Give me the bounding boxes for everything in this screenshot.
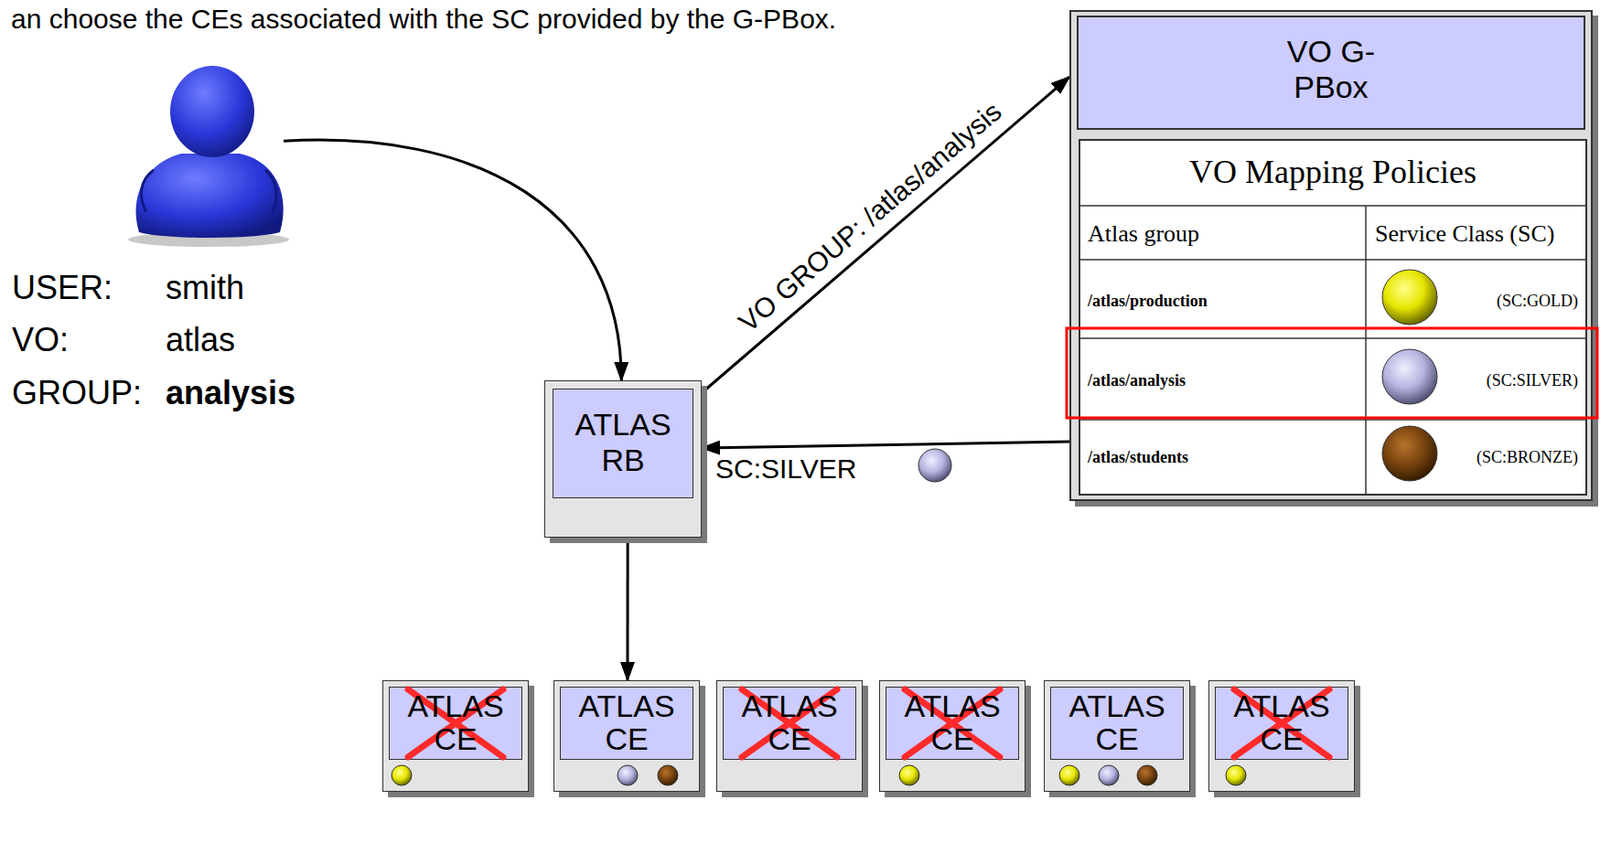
computing-element: ATLAS CE (553, 680, 700, 793)
gold-class-token (1382, 269, 1438, 325)
resource-broker: ATLAS RB (544, 380, 702, 538)
table-header: Service Class (SC) (1374, 220, 1555, 247)
gpbox-server: VO G-PBox VO Mapping PoliciesAtlas group S… (1069, 10, 1593, 502)
node-title: ATLAS CE (1057, 690, 1177, 756)
attribute-name: GROUP: (11, 374, 166, 412)
user-body (136, 153, 284, 238)
edge-label: VO GROUP: /atlas/analysis (732, 96, 1008, 338)
caption-fragment-holder: an choose the CEs associated with the SC… (10, 3, 837, 35)
table-cell-holder: (SC:BRONZE) (1476, 448, 1579, 468)
flow-arrow (283, 139, 622, 381)
node-title: ATLAS CE (567, 690, 687, 756)
caption-fragment: an choose the CEs associated with the SC… (10, 3, 837, 34)
node-title: ATLAS CE (396, 690, 516, 756)
table-cell: (SC:SILVER) (1486, 371, 1579, 390)
node-title: ATLAS CE (730, 690, 849, 756)
table-rule (1078, 258, 1588, 261)
computing-element: ATLAS CE (879, 680, 1026, 793)
node-title: VO G-PBox (1271, 33, 1391, 106)
table-cell-holder: /atlas/students (1087, 448, 1189, 468)
attribute-name: VO: (11, 321, 166, 359)
table-cell: /atlas/students (1087, 448, 1189, 467)
node-title: ATLAS CE (1222, 690, 1342, 756)
class-token (391, 765, 412, 786)
user-arm (265, 170, 277, 213)
edge-label: SC:SILVER (715, 453, 858, 484)
attribute-value: analysis (165, 374, 296, 412)
edge-label-holder: VO GROUP: /atlas/analysis (732, 96, 1008, 338)
class-token (617, 765, 638, 786)
attribute-name: USER: (11, 268, 166, 307)
user-attributes: USER:smithVO:atlasGROUP:analysis (11, 268, 296, 412)
table-rule (1078, 204, 1588, 207)
class-token (1137, 765, 1158, 786)
user-arm (140, 170, 154, 213)
table-cell: /atlas/analysis (1087, 371, 1186, 390)
table-rule (1078, 418, 1588, 421)
table-rule (1078, 337, 1588, 340)
table-cell-holder: (SC:GOLD) (1496, 291, 1579, 312)
edge-label-holder: SC:SILVER (715, 453, 858, 484)
flow-arrow (701, 441, 1070, 449)
table-cell-holder: /atlas/analysis (1087, 371, 1186, 391)
attribute-value: atlas (165, 321, 296, 359)
class-token (899, 765, 920, 786)
table-header-holder: Service Class (SC) (1374, 220, 1555, 248)
flow-arrow (625, 537, 629, 681)
table-header-holder: Atlas group (1087, 220, 1200, 248)
table-grid (1078, 139, 1588, 496)
class-token (1225, 765, 1246, 786)
user-actor: USER:smithVO:atlasGROUP:analysis (118, 56, 284, 245)
user-head (170, 65, 255, 158)
class-token (1098, 765, 1119, 786)
table-cell: /atlas/production (1087, 291, 1208, 311)
table-cell: (SC:BRONZE) (1476, 448, 1579, 467)
node-title: ATLAS CE (892, 690, 1012, 756)
mapping-policy-table: VO Mapping PoliciesAtlas group Service Cl… (1078, 139, 1588, 496)
table-title: VO Mapping Policies (1189, 153, 1477, 192)
table-header: Atlas group (1087, 220, 1200, 247)
flow-arrow (701, 76, 1070, 394)
table-cell-holder: (SC:SILVER) (1486, 371, 1579, 391)
computing-element: ATLAS CE (1208, 680, 1355, 793)
user-icon (128, 65, 290, 247)
computing-element: ATLAS CE (1043, 680, 1191, 793)
attribute-value: smith (165, 268, 296, 307)
table-rule (1364, 205, 1367, 496)
node-title: ATLAS RB (563, 407, 683, 479)
bronze-class-token (1382, 426, 1438, 482)
highlight-frame (1066, 328, 1598, 419)
computing-element: ATLAS CE (382, 680, 529, 793)
class-token (1059, 765, 1080, 786)
class-token (657, 765, 678, 786)
table-cell-holder: /atlas/production (1087, 291, 1208, 312)
computing-element: ATLAS CE (716, 680, 863, 793)
silver-class-token (1382, 349, 1438, 405)
table-cell: (SC:GOLD) (1496, 291, 1579, 311)
silver-class-token (918, 449, 952, 483)
